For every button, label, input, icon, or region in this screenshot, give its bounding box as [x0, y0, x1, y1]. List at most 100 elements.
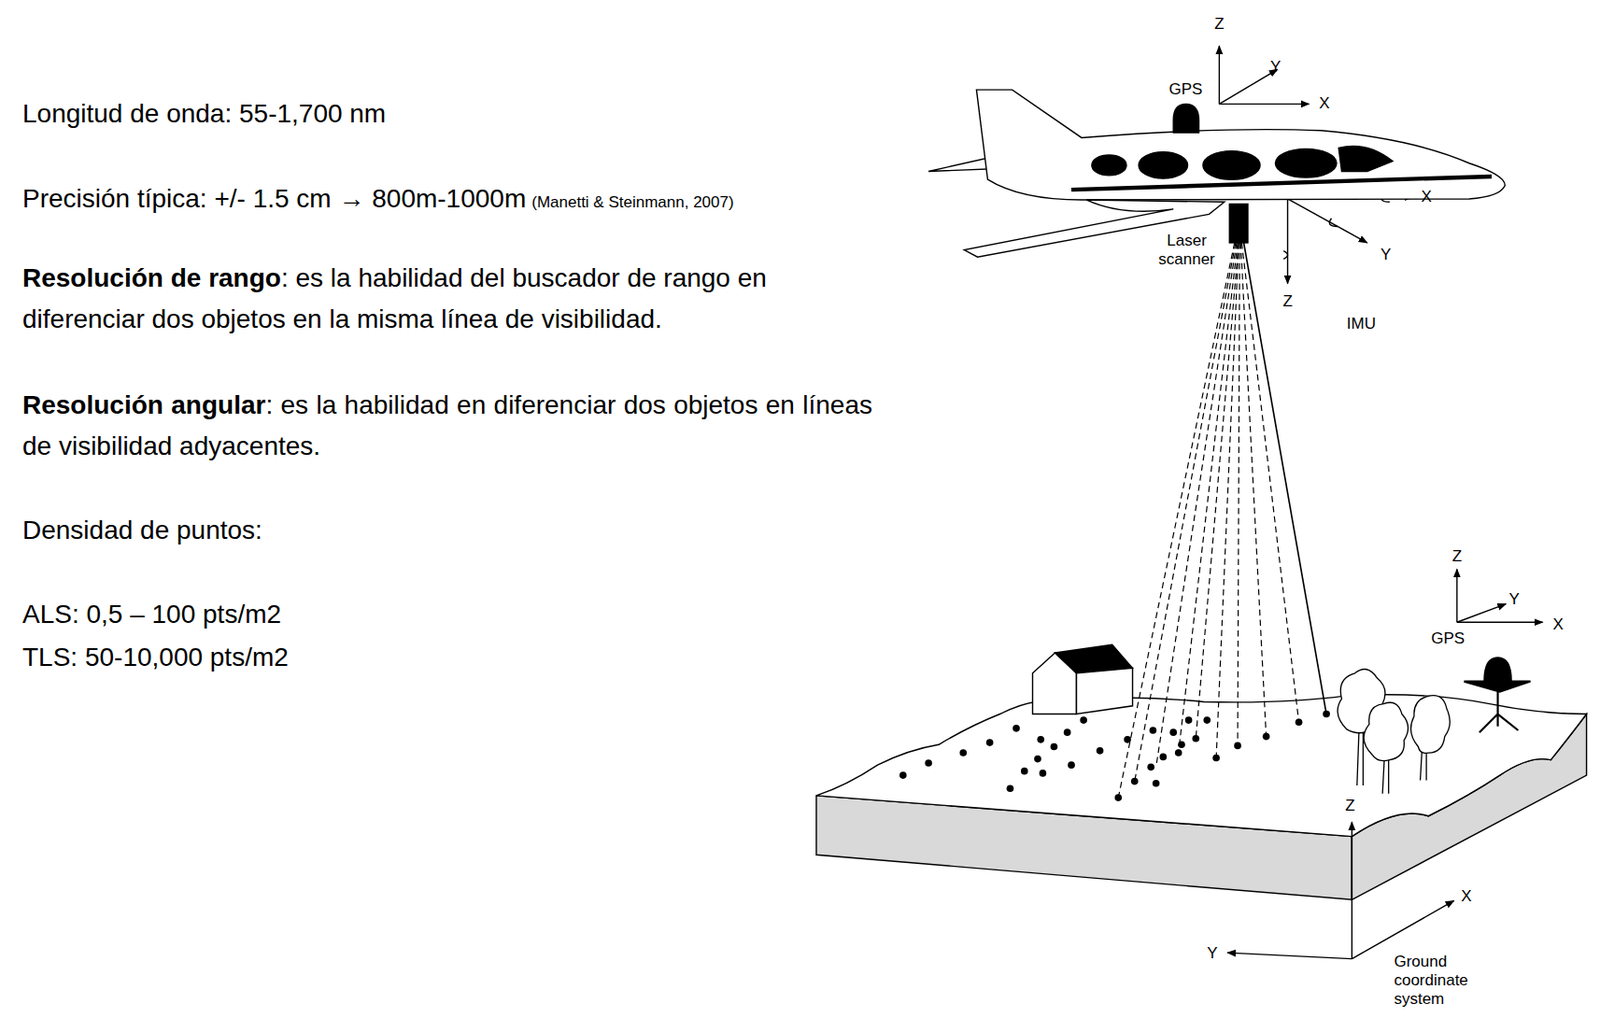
axis-label: X — [1553, 615, 1564, 635]
laser-beams — [1118, 242, 1235, 798]
airplane — [976, 89, 1505, 200]
text-paragraph: Densidad de puntos: — [22, 509, 873, 552]
laser-beams — [1178, 242, 1238, 753]
body-text: Densidad de puntos: — [22, 515, 263, 545]
airplane — [1274, 148, 1337, 178]
coordinate-axes — [1456, 568, 1458, 623]
ground-block — [816, 694, 1587, 901]
ground-points — [1233, 742, 1242, 751]
ground-points — [1039, 769, 1048, 778]
ground-points — [1050, 743, 1059, 751]
ground-points — [1131, 778, 1139, 786]
coordinate-axes — [1218, 69, 1277, 104]
ground-points — [1212, 754, 1220, 763]
coordinate-axes — [1351, 900, 1454, 959]
coordinate-axes — [1457, 622, 1544, 624]
axis-label: Z — [1345, 796, 1355, 816]
ground-points — [1191, 735, 1200, 743]
airplane — [1173, 103, 1199, 133]
coordinate-axes — [1351, 821, 1353, 959]
ground-gps-receiver — [1479, 692, 1519, 734]
ground-points — [986, 738, 994, 747]
ground-points — [1177, 740, 1186, 749]
coordinate-axes — [1457, 604, 1506, 624]
scanner-label: Laser scanner — [1151, 231, 1223, 270]
ground-points — [899, 771, 907, 779]
ground-points — [1006, 784, 1015, 793]
laser-beams — [1156, 242, 1237, 767]
ground-points — [1185, 716, 1193, 724]
axis-label: Z — [1283, 292, 1293, 312]
ground-points — [1169, 728, 1177, 737]
body-text: ALS: 0,5 – 100 pts/m2 — [22, 599, 282, 629]
coordinate-axes — [1227, 952, 1352, 960]
airplane — [928, 89, 1505, 257]
ground-points — [1067, 761, 1076, 769]
ground-points — [899, 710, 1331, 802]
ground-gps-receiver — [1464, 657, 1531, 733]
house — [1033, 644, 1133, 714]
ground-points — [1096, 747, 1105, 755]
ground-points — [1012, 724, 1020, 733]
axis-label: Y — [1206, 944, 1218, 963]
ground-gps-receiver — [1484, 657, 1511, 681]
laser-beams — [1118, 242, 1327, 798]
trees — [1337, 668, 1450, 793]
axis-label: X — [1318, 94, 1330, 114]
axis-label: X — [1421, 187, 1432, 207]
ground-points — [1295, 718, 1303, 726]
trees — [1363, 702, 1408, 761]
body-text: TLS: 50-10,000 pts/m2 — [22, 642, 289, 672]
axis-label: Y — [1380, 245, 1391, 265]
text-paragraph: Precisión típica: +/- 1.5 cm → 800m-1000… — [22, 178, 873, 224]
trees — [1357, 729, 1364, 786]
term-heading: Resolución de rango — [22, 263, 282, 293]
axis-label: Y — [1270, 57, 1281, 77]
body-text: Longitud de onda: 55-1,700 nm — [22, 99, 386, 128]
text-paragraph: Resolución de rango: es la habilidad del… — [22, 257, 873, 340]
ground-points — [1063, 728, 1072, 737]
coordinate-axes — [1287, 198, 1289, 284]
gps-label: GPS — [1169, 80, 1204, 100]
text-paragraph: Resolución angular: es la habilidad en d… — [22, 384, 873, 468]
axis-label: Z — [1214, 14, 1224, 34]
coordinate-axes — [1218, 103, 1309, 105]
coordinate-system-label: Ground coordinate system — [1393, 952, 1473, 1009]
airplane — [1091, 155, 1127, 176]
coordinate-axes — [1283, 194, 1390, 260]
trees — [1411, 695, 1451, 754]
ground-block — [816, 694, 1587, 837]
text-paragraph: TLS: 50-10,000 pts/m2 — [22, 637, 873, 679]
ground-points — [1262, 733, 1271, 741]
ground-points — [1175, 749, 1183, 757]
laser-beams — [1237, 242, 1240, 746]
airplane — [1338, 145, 1393, 171]
ground-points — [1146, 764, 1155, 772]
ground-points — [1020, 767, 1029, 776]
coordinate-axes — [1218, 45, 1220, 104]
axis-label: Y — [1509, 590, 1520, 609]
ground-points — [1033, 755, 1042, 764]
ground-gps-receiver — [1464, 681, 1531, 693]
laser-beams — [1195, 242, 1239, 739]
ground-points — [1203, 716, 1211, 724]
axis-label: X — [1460, 887, 1472, 907]
ground-points — [1079, 716, 1088, 724]
citation: (Manetti & Steinmann, 2007) — [531, 193, 734, 212]
laser-beams — [1241, 242, 1299, 723]
ground-points — [1159, 753, 1167, 762]
term-heading: Resolución angular — [22, 390, 266, 420]
body-text: Precisión típica: +/- 1.5 cm → 800m-1000… — [22, 184, 526, 213]
airplane — [1138, 152, 1188, 179]
axis-label: Z — [1452, 547, 1462, 567]
ground-points — [959, 749, 967, 757]
ground-points — [1149, 726, 1158, 735]
house — [1076, 667, 1133, 714]
laser-beams — [1118, 242, 1299, 798]
ground-points — [1114, 793, 1122, 802]
airplane — [1203, 151, 1261, 181]
airplane — [1229, 203, 1248, 243]
laser-beams — [1134, 242, 1236, 782]
text-paragraph: Longitud de onda: 55-1,700 nm — [22, 93, 873, 135]
